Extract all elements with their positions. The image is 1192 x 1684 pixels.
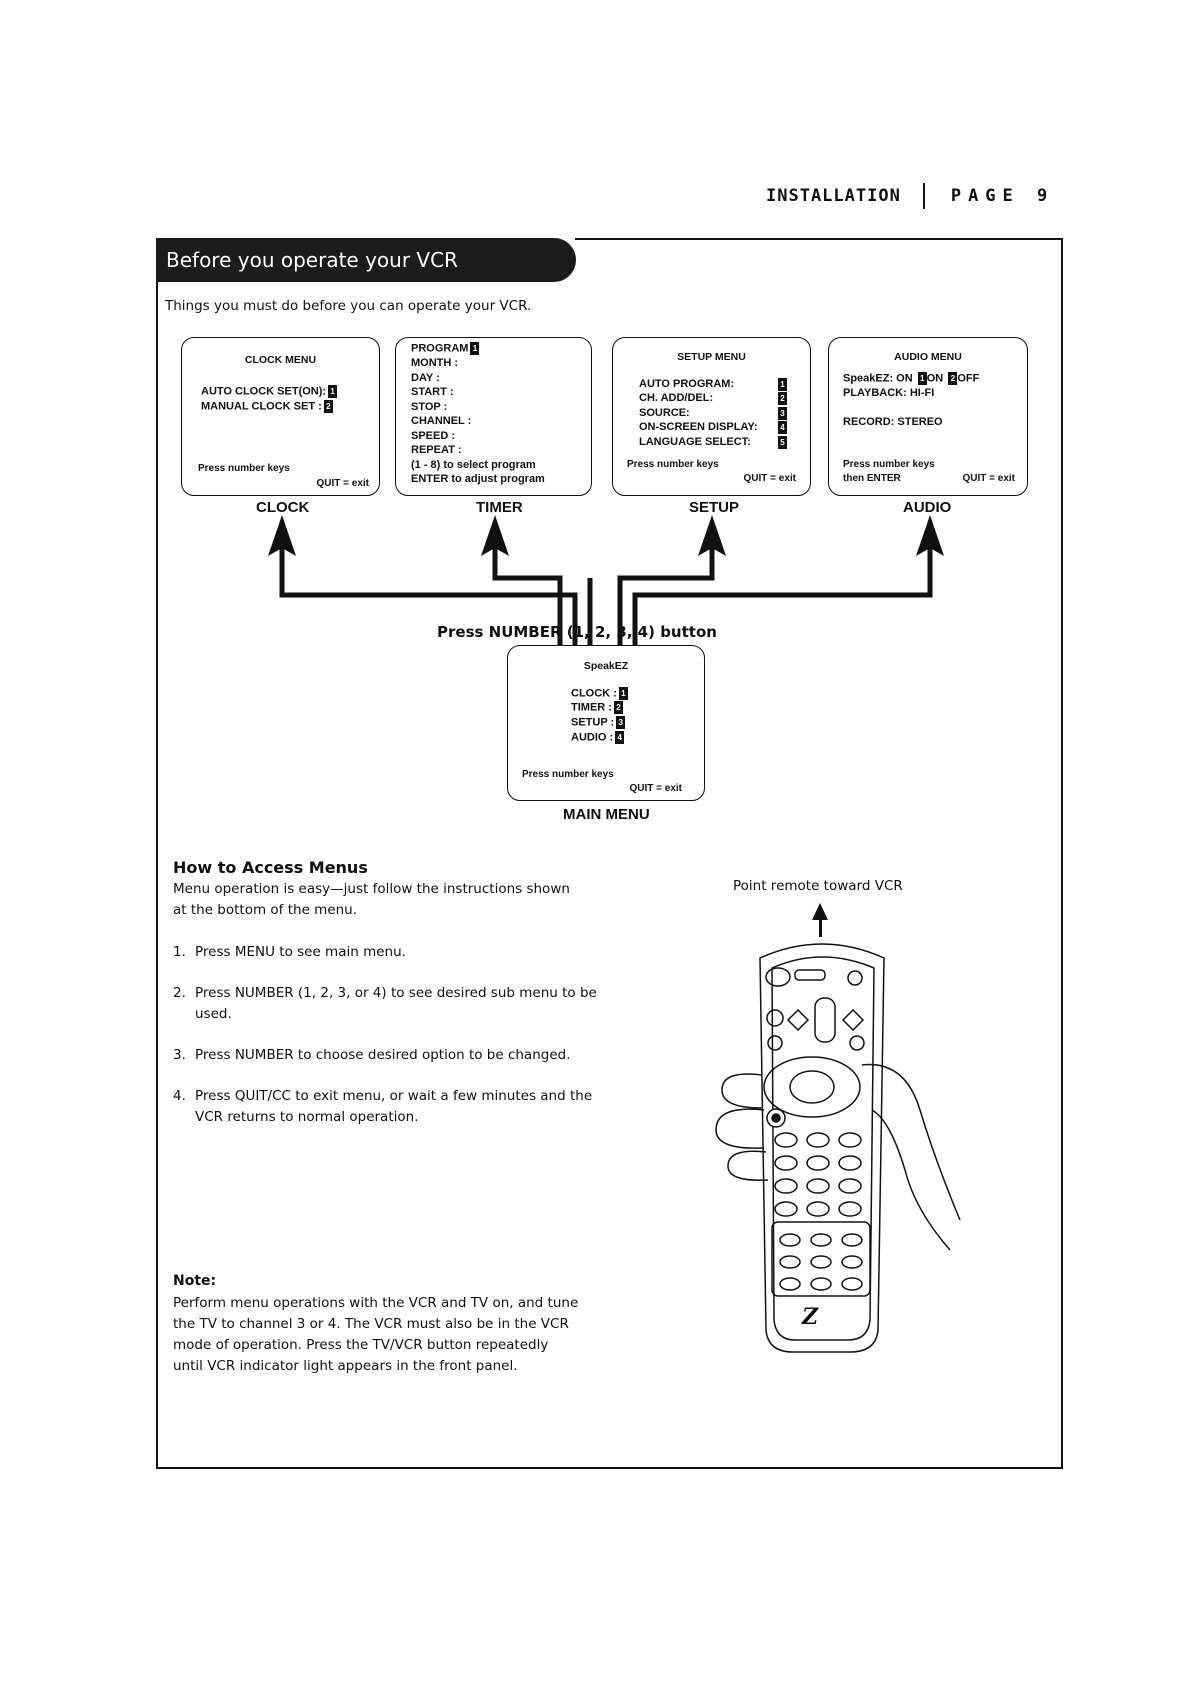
setup-menu-row: CH. ADD/DEL:2 — [639, 392, 787, 405]
clock-menu-title: CLOCK MENU — [244, 354, 317, 366]
clock-menu-hint: Press number keys — [198, 463, 290, 474]
remote-control — [715, 943, 961, 1353]
timer-menu-row: MONTH : — [411, 357, 459, 369]
content-frame — [156, 238, 1063, 1469]
setup-connector — [617, 545, 715, 648]
note-title: Note: — [173, 1273, 217, 1289]
clock-menu-row: MANUAL CLOCK SET :2 — [201, 400, 333, 413]
setup-menu-row: LANGUAGE SELECT:5 — [639, 436, 787, 449]
frame-top-border — [575, 238, 1061, 240]
clock-arrowhead — [268, 515, 296, 556]
main-menu-box: SpeakEZ CLOCK :1 TIMER :2 SETUP :3 AUDIO… — [507, 645, 705, 801]
press-number-instruction: Press NUMBER (1, 2, 3, 4) button — [437, 623, 717, 641]
setup-menu-box: SETUP MENU AUTO PROGRAM:1 CH. ADD/DEL:2 … — [612, 337, 811, 496]
page-header: INSTALLATION PAGE 9 — [766, 183, 1054, 209]
timer-menu-row: START : — [411, 386, 454, 398]
timer-menu-row: (1 - 8) to select program — [411, 459, 536, 471]
howto-step: 1.Press MENU to see main menu. — [173, 944, 406, 960]
audio-arrowhead — [916, 515, 944, 556]
audio-connector — [632, 528, 933, 648]
note-text: Perform menu operations with the VCR and… — [173, 1295, 579, 1374]
howto-title: How to Access Menus — [173, 858, 368, 877]
setup-menu-title: SETUP MENU — [677, 351, 746, 363]
timer-caption: TIMER — [476, 499, 523, 516]
main-menu-quit: QUIT = exit — [629, 783, 682, 794]
timer-arrowhead — [481, 515, 509, 556]
audio-menu-quit: QUIT = exit — [962, 473, 1015, 484]
audio-menu-title: AUDIO MENU — [894, 351, 962, 363]
setup-menu-hint: Press number keys — [627, 459, 719, 470]
main-menu-row: SETUP :3 — [571, 716, 626, 729]
setup-menu-row: SOURCE:3 — [639, 407, 787, 420]
audio-record-row: RECORD: STEREO — [843, 416, 943, 428]
main-menu-hint: Press number keys — [522, 769, 614, 780]
main-menu-row: CLOCK :1 — [571, 687, 628, 700]
timer-menu-row: DAY : — [411, 372, 440, 384]
timer-menu-row: REPEAT : — [411, 444, 462, 456]
clock-menu-box: CLOCK MENU AUTO CLOCK SET(ON):1 MANUAL C… — [181, 337, 380, 496]
intro-text: Things you must do before you can operat… — [165, 298, 532, 314]
section-banner: Before you operate your VCR — [156, 238, 576, 282]
audio-caption: AUDIO — [903, 499, 952, 516]
howto-step: 2.Press NUMBER (1, 2, 3, or 4) to see de… — [173, 985, 597, 1022]
clock-menu-quit: QUIT = exit — [316, 478, 369, 489]
main-menu-title: SpeakEZ — [583, 660, 629, 672]
timer-connector — [492, 545, 563, 648]
setup-menu-row: AUTO PROGRAM:1 — [639, 378, 787, 391]
audio-menu-hint: Press number keys — [843, 459, 935, 470]
header-divider — [922, 183, 925, 209]
section-title: INSTALLATION — [766, 186, 901, 206]
setup-menu-row: ON-SCREEN DISPLAY:4 — [639, 421, 787, 434]
audio-playback-row: PLAYBACK: HI-FI — [843, 387, 935, 399]
main-menu-row: TIMER :2 — [571, 701, 623, 714]
timer-menu-row: ENTER to adjust program — [411, 473, 545, 485]
clock-connector — [279, 528, 578, 648]
clock-menu-row: AUTO CLOCK SET(ON):1 — [201, 385, 338, 398]
remote-direction-arrowhead — [812, 903, 828, 920]
remote-caption: Point remote toward VCR — [733, 878, 903, 894]
audio-menu-enter: then ENTER — [843, 473, 901, 484]
howto-intro: Menu operation is easy—just follow the i… — [173, 881, 570, 918]
timer-menu-row: CHANNEL : — [411, 415, 472, 427]
timer-menu-row: STOP : — [411, 401, 448, 413]
main-menu-caption: MAIN MENU — [563, 806, 650, 823]
clock-caption: CLOCK — [256, 499, 310, 516]
setup-menu-quit: QUIT = exit — [743, 473, 796, 484]
setup-arrowhead — [698, 515, 726, 556]
howto-step: 4.Press QUIT/CC to exit menu, or wait a … — [173, 1088, 593, 1125]
zenith-logo: Z — [801, 1304, 819, 1330]
timer-menu-row: SPEED : — [411, 430, 456, 442]
howto-step: 3.Press NUMBER to choose desired option … — [173, 1047, 571, 1063]
setup-caption: SETUP — [689, 499, 740, 516]
power-button — [765, 967, 791, 987]
main-menu-row: AUDIO :4 — [571, 731, 625, 744]
page-number: PAGE 9 — [950, 186, 1055, 206]
